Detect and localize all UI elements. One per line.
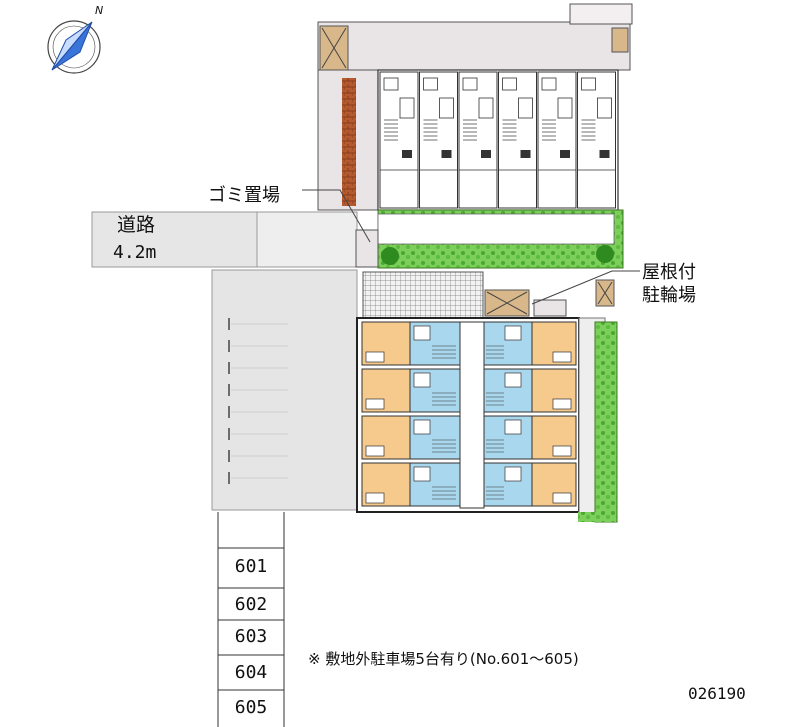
bike-leader [531,270,640,305]
garbage-label: ゴミ置場 [208,185,280,206]
parking-lot [211,269,358,511]
offsite-parking [217,512,285,727]
road-name-label: 道路 [117,214,156,236]
north-label: N [95,4,104,17]
garbage-area [355,229,379,268]
tree-icon [381,245,614,265]
north-units [379,71,616,209]
property-id: 026190 [688,684,746,703]
south-building [356,317,580,513]
parking-slot-603: 603 [234,626,268,647]
parking-slot-601: 601 [234,556,268,577]
compass-icon [47,20,101,74]
parking-note: ※ 敷地外駐車場5台有り(No.601～605) [308,650,579,668]
bicycle-icon [484,279,615,317]
parking-slot-604: 604 [234,662,268,683]
entry-paving [362,271,484,323]
garbage-leader [302,189,371,243]
brick-wall [342,78,356,206]
road-width-label: 4.2m [113,242,157,263]
road [91,211,358,268]
bike-label-line1: 屋根付 [642,262,696,283]
parking-slot-605: 605 [234,697,268,718]
bike-label-line2: 駐輪場 [642,285,696,306]
parking-slot-602: 602 [234,594,268,615]
east-hedge [594,321,618,523]
